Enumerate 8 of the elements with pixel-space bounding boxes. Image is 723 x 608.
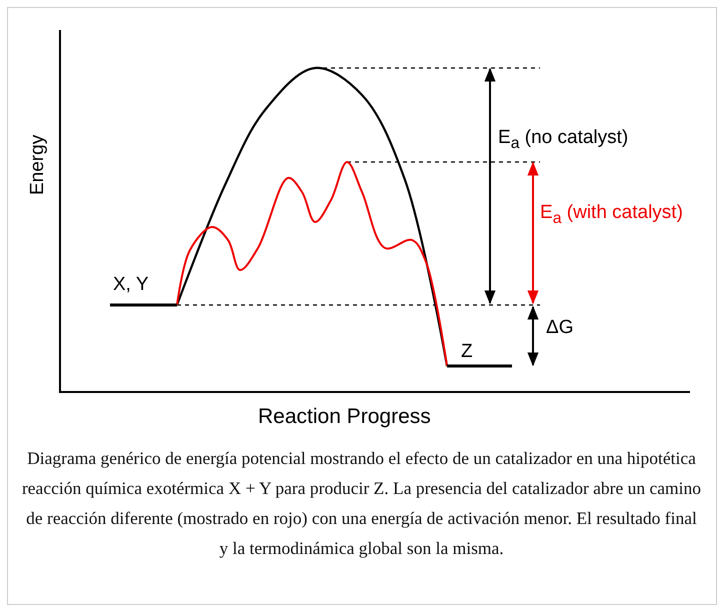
- free-energy-label: ΔG: [546, 318, 574, 337]
- reactant-label: X, Y: [113, 275, 149, 294]
- product-label: Z: [461, 342, 473, 361]
- axis-title: Reaction Progress: [258, 406, 431, 427]
- caption: Diagrama genérico de energía potencial mostrando el efecto de un catalizador en una hipotética reacción química exotérmica X + Y para producir Z. La presencia del catalizador abre un camino de reacción diferente (mostrado en rojo) con una energía de activación menor. El resultado final y la termodinámica global son la misma.: [20, 447, 702, 560]
- axis-title: Energy: [28, 134, 47, 195]
- activation-energy-label: E$_{a}$ (with catalyst): [540, 203, 683, 227]
- activation-energy-label: E$_{a}$ (no catalyst): [498, 128, 628, 152]
